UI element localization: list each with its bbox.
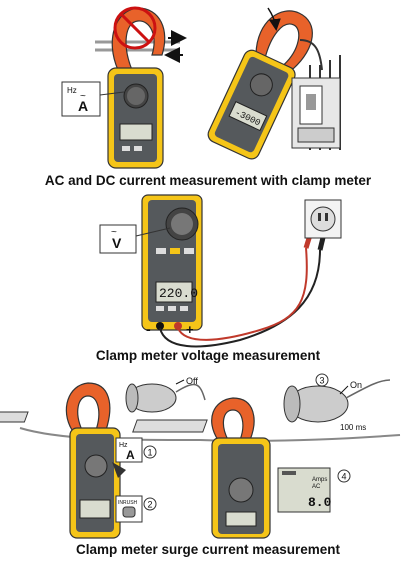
svg-text:~: ~	[111, 227, 117, 238]
unit-ac-label: AC	[312, 484, 321, 490]
svg-text:3: 3	[320, 376, 325, 386]
lcd-display	[228, 100, 268, 132]
display-reading: 220.0	[159, 286, 198, 301]
dial-callout-2: ~ V	[99, 224, 171, 254]
lcd-display	[79, 499, 111, 519]
svg-text:1: 1	[148, 448, 153, 458]
lcd-display	[119, 123, 153, 141]
section1-left-meter	[95, 6, 187, 169]
hz-label: Hz	[119, 442, 128, 449]
unit-amps-label: Amps	[312, 477, 327, 483]
svg-text:~: ~	[80, 91, 86, 102]
display-reading: 8.0	[308, 495, 332, 510]
clamp-jaw	[111, 7, 166, 71]
inrush-label: INRUSH	[118, 500, 138, 506]
section3-left-scene: Off Hz A 1 INRUSH 2	[0, 376, 206, 539]
com-terminal	[156, 322, 164, 330]
section1-right-meter: -3000	[207, 7, 341, 160]
hz-label: Hz	[67, 86, 77, 95]
dial-callout-1: Hz A ~	[61, 81, 125, 117]
on-label: On	[350, 380, 362, 390]
v-terminal	[174, 322, 182, 330]
test-leads	[159, 199, 342, 348]
step-1-badge	[143, 445, 157, 459]
lcd-display	[155, 281, 193, 303]
step-2-badge	[143, 497, 157, 511]
svg-text:2: 2	[148, 500, 153, 510]
rotary-dial	[84, 454, 108, 478]
amps-symbol: A	[126, 448, 135, 462]
section2-meter: 220.0 - +	[141, 194, 203, 337]
display-callout	[277, 467, 331, 513]
rotary-dial	[249, 73, 273, 97]
clamp-jaw	[211, 397, 255, 441]
rotary-dial	[228, 477, 254, 503]
amps-symbol: A	[78, 98, 88, 114]
volts-symbol: V	[112, 235, 122, 251]
lcd-display	[225, 511, 257, 527]
terminal-plus-label: +	[186, 322, 194, 337]
prohibit-icon	[113, 6, 157, 50]
step-3-badge	[315, 373, 329, 387]
clamp-jaw	[65, 382, 111, 431]
caption-current-measurement: AC and DC current measurement with clamp…	[44, 173, 372, 188]
section3-right-scene: 3 On 100 ms Amps AC 8.0 4	[132, 373, 401, 539]
rotary-dial	[171, 213, 193, 235]
svg-text:4: 4	[342, 472, 347, 482]
step-4-badge	[337, 469, 351, 483]
terminal-minus-label: -	[146, 321, 151, 337]
off-label: Off	[186, 376, 198, 386]
caption-surge-measurement: Clamp meter surge current measurement	[75, 542, 341, 557]
duration-label: 100 ms	[340, 423, 366, 432]
rotary-dial	[127, 87, 145, 105]
caption-voltage-measurement: Clamp meter voltage measurement	[95, 348, 321, 363]
